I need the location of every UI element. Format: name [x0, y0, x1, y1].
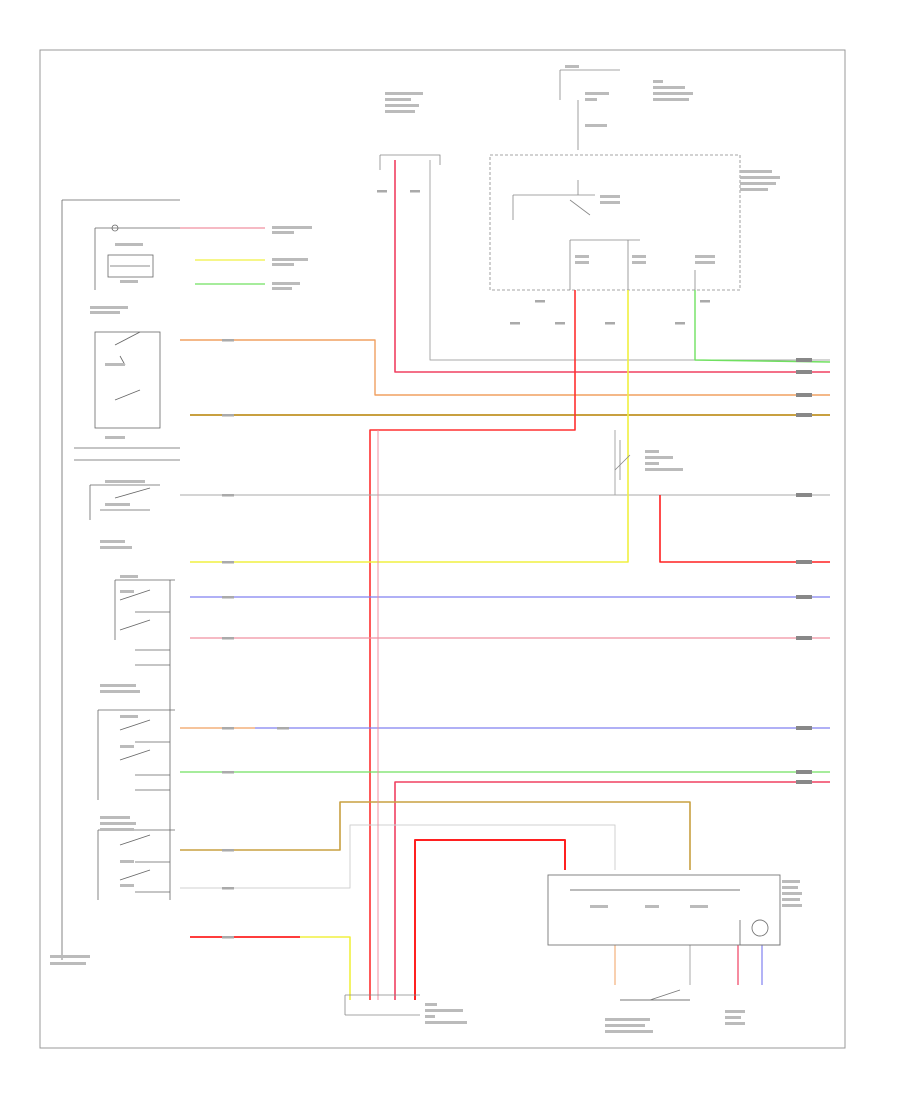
left-system-connectors: [180, 227, 265, 285]
bottom-connector-labels: [425, 1003, 467, 1024]
left-switch-assemblies: [61, 199, 180, 960]
ignition-circuit: [489, 69, 741, 291]
bottom-connector: [344, 994, 420, 1016]
wire-tags: [222, 190, 710, 939]
rear-window-module: [547, 874, 781, 1001]
module-labels: [565, 65, 780, 264]
wires: [180, 160, 831, 1000]
left-labels: [50, 243, 145, 965]
right-terminal-tabs: [796, 358, 812, 784]
fuse-block: [379, 154, 441, 170]
left-system-labels: [272, 226, 312, 290]
fuse-block-labels: [385, 92, 423, 113]
junction-connector: [614, 440, 631, 480]
rear-module-labels: [590, 880, 802, 1033]
junction-labels: [645, 450, 683, 471]
diagram-frame: [39, 49, 846, 1049]
